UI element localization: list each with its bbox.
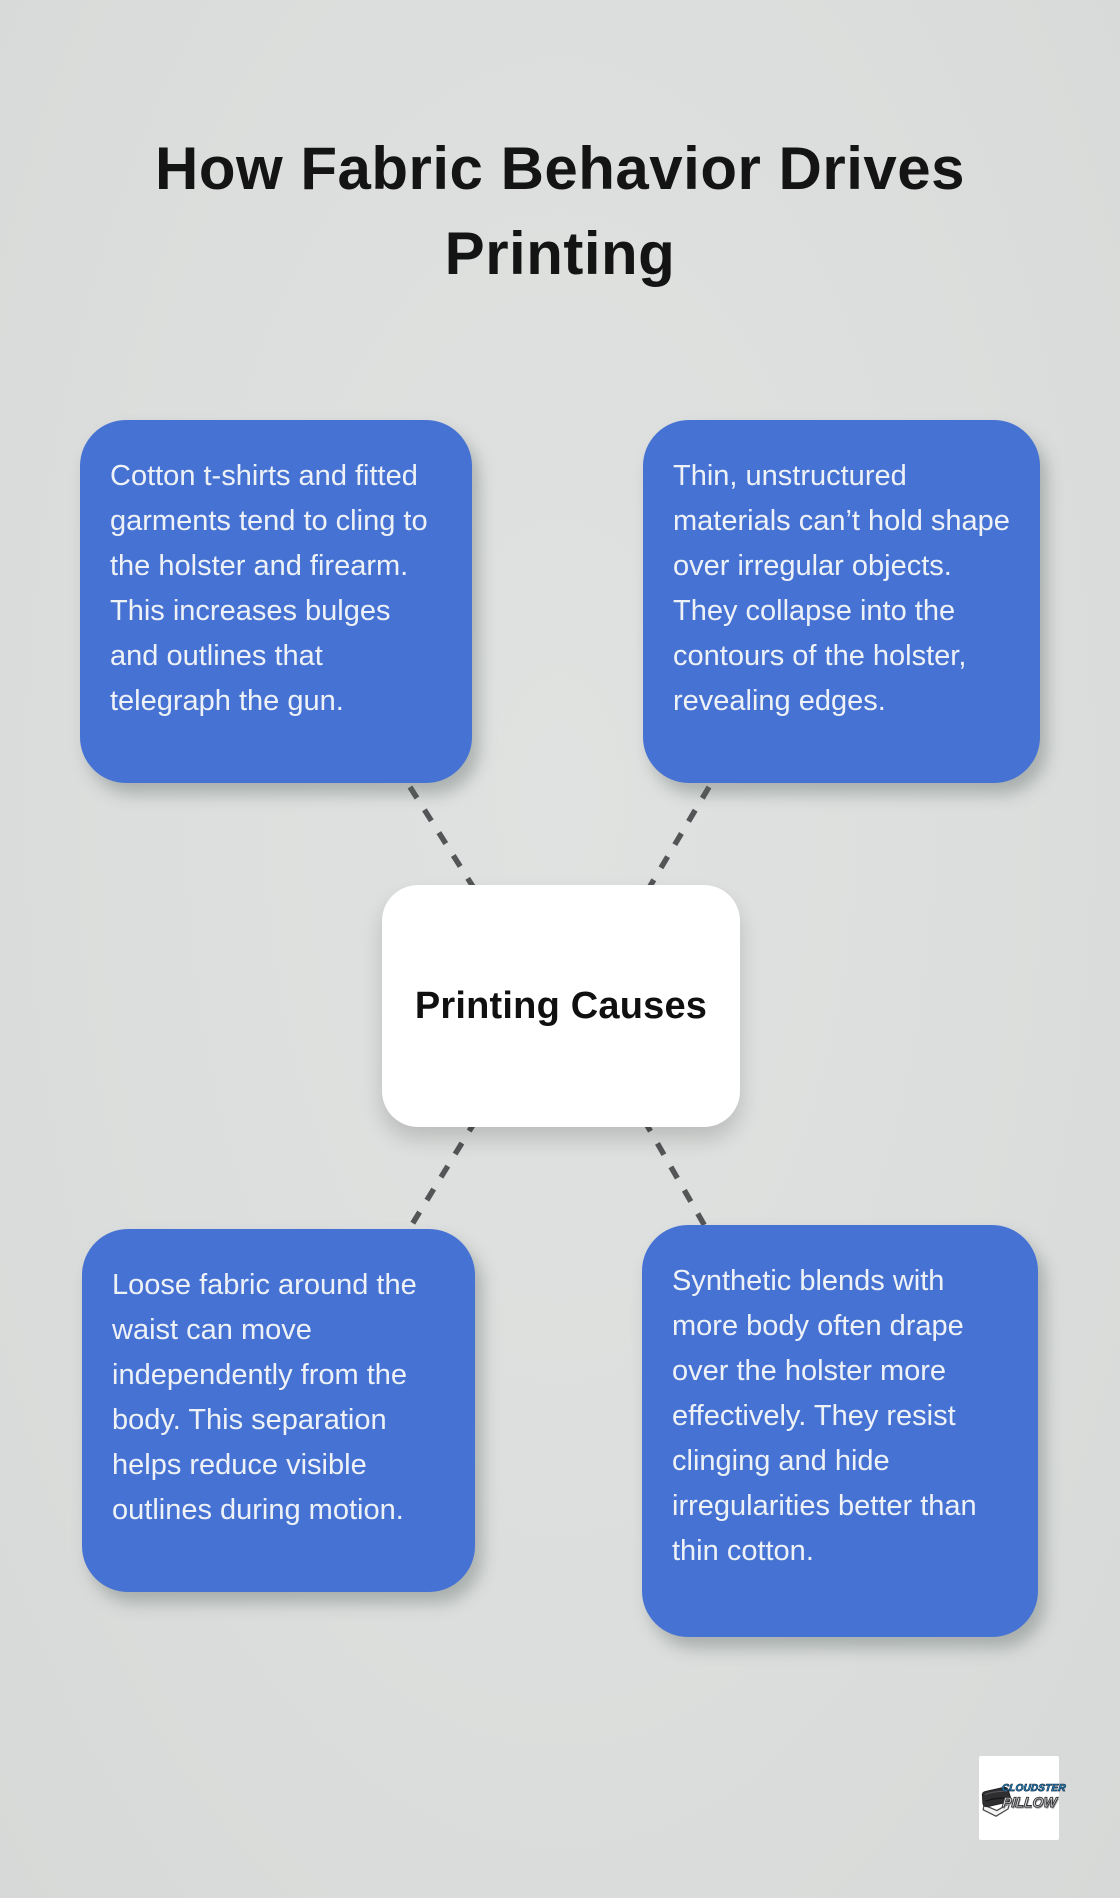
page-title: How Fabric Behavior Drives Printing <box>155 135 965 288</box>
center-node-label: Printing Causes <box>414 984 708 1027</box>
cause-text: Cotton t-shirts and fitted garments tend… <box>110 460 428 717</box>
cause-text: Synthetic blends with more body often dr… <box>672 1265 977 1567</box>
cause-text: Loose fabric around the waist can move i… <box>112 1269 417 1526</box>
cause-text: Thin, unstructured materials can’t hold … <box>673 460 1010 717</box>
center-node: Printing Causes <box>382 885 740 1127</box>
cause-node-top-right: Thin, unstructured materials can’t hold … <box>643 420 1040 783</box>
connector-line-top-left <box>407 785 480 895</box>
cause-node-bottom-right: Synthetic blends with more body often dr… <box>642 1225 1038 1637</box>
brand-logo-inner: CLOUDSTER PILLOW <box>979 1783 1067 1819</box>
cause-node-top-left: Cotton t-shirts and fitted garments tend… <box>80 420 472 783</box>
connector-line-bottom-right <box>641 1118 709 1230</box>
pillow-icon <box>981 1786 1011 1817</box>
connector-line-top-right <box>643 785 712 895</box>
brand-logo: CLOUDSTER PILLOW <box>979 1756 1067 1840</box>
brand-name-bottom: PILLOW <box>1001 1794 1058 1811</box>
brand-text: CLOUDSTER PILLOW <box>1000 1783 1067 1811</box>
brand-name-top: CLOUDSTER <box>1001 1783 1067 1795</box>
cause-node-bottom-left: Loose fabric around the waist can move i… <box>82 1229 475 1592</box>
connector-line-bottom-left <box>405 1118 479 1233</box>
